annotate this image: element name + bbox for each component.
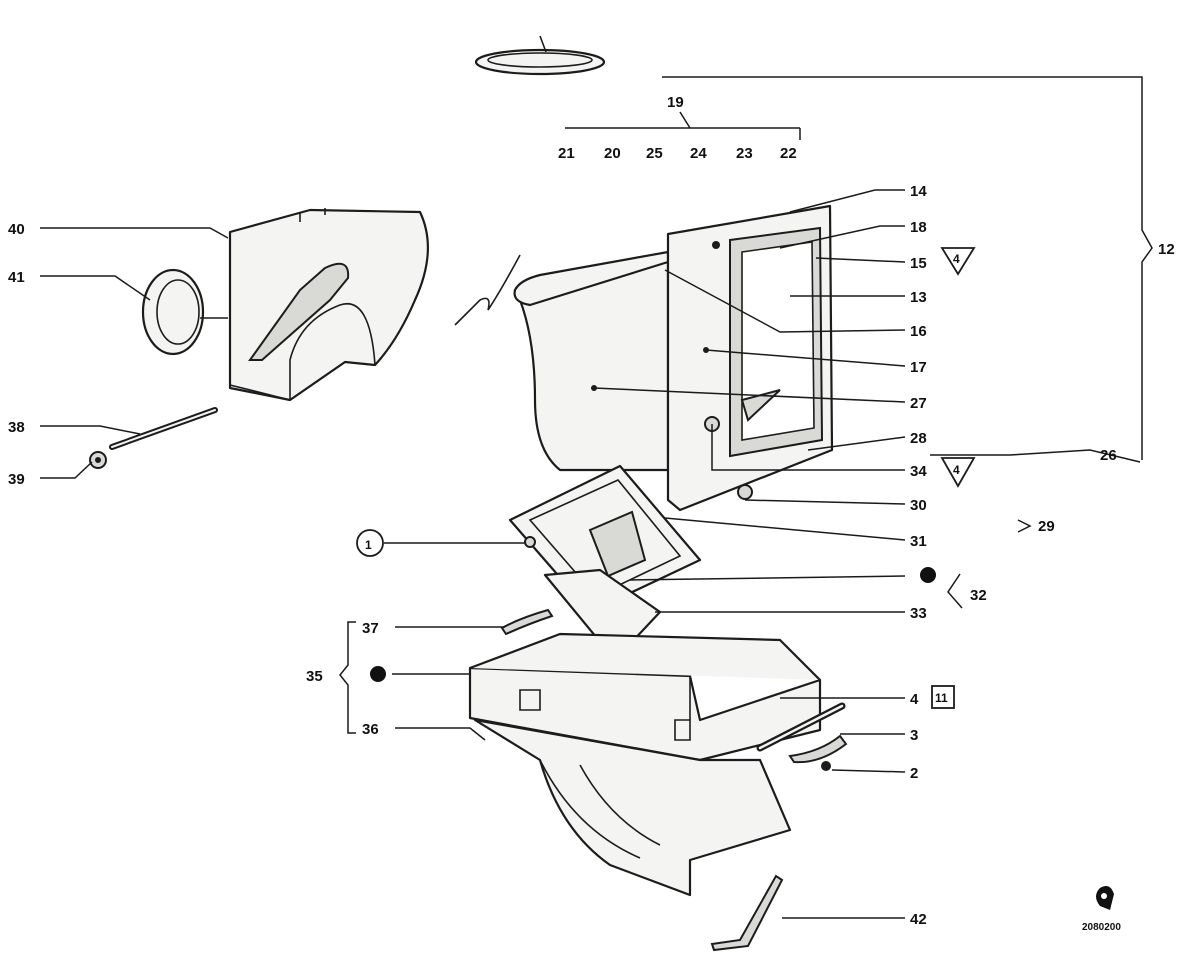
box-mark-11: 11 bbox=[931, 685, 955, 709]
svg-text:4: 4 bbox=[953, 463, 960, 477]
label-4: 4 bbox=[910, 691, 919, 708]
bottom-bracket bbox=[710, 874, 784, 952]
label-42: 42 bbox=[910, 911, 927, 928]
label-28: 28 bbox=[910, 430, 927, 447]
label-39: 39 bbox=[8, 471, 25, 488]
round-vent-cap bbox=[141, 268, 205, 356]
label-20: 20 bbox=[604, 145, 621, 162]
label-18: 18 bbox=[910, 219, 927, 236]
brand-logo-icon bbox=[1096, 886, 1114, 910]
label-21: 21 bbox=[558, 145, 575, 162]
spring-clip bbox=[500, 608, 554, 636]
label-12: 12 bbox=[1158, 241, 1175, 258]
label-22: 22 bbox=[780, 145, 797, 162]
top-gasket-ring bbox=[474, 35, 606, 76]
hex-nut bbox=[89, 451, 107, 469]
label-33: 33 bbox=[910, 605, 927, 622]
label-23: 23 bbox=[736, 145, 753, 162]
triangle-mark-15: 4 bbox=[940, 247, 976, 276]
label-38: 38 bbox=[8, 419, 25, 436]
label-2: 2 bbox=[910, 765, 918, 782]
drawing-number: 2080200 bbox=[1082, 922, 1121, 933]
heater-housing-left bbox=[228, 208, 429, 402]
label-29: 29 bbox=[1038, 518, 1055, 535]
label-16: 16 bbox=[910, 323, 927, 340]
label-41: 41 bbox=[8, 269, 25, 286]
bullet-mark-right bbox=[920, 567, 936, 583]
bullet-mark-left bbox=[370, 666, 386, 682]
heater-core-assembly bbox=[513, 204, 834, 512]
label-3: 3 bbox=[910, 727, 918, 744]
group-bracket-left bbox=[339, 621, 356, 734]
lower-box-housing bbox=[468, 632, 822, 897]
svg-text:11: 11 bbox=[935, 691, 948, 705]
circled-callout-1: 1 bbox=[356, 529, 384, 557]
label-36: 36 bbox=[362, 721, 379, 738]
label-15: 15 bbox=[910, 255, 927, 272]
label-37: 37 bbox=[362, 620, 379, 637]
label-40: 40 bbox=[8, 221, 25, 238]
group-bracket-right bbox=[662, 76, 1153, 460]
pivot-pin bbox=[756, 702, 846, 752]
cable-wire bbox=[454, 254, 521, 326]
label-17: 17 bbox=[910, 359, 927, 376]
label-25: 25 bbox=[646, 145, 663, 162]
label-30: 30 bbox=[910, 497, 927, 514]
label-13: 13 bbox=[910, 289, 927, 306]
label-24: 24 bbox=[690, 145, 707, 162]
retaining-clip bbox=[788, 734, 848, 771]
label-35: 35 bbox=[306, 668, 323, 685]
label-26: 26 bbox=[1100, 447, 1117, 464]
label-32: 32 bbox=[970, 587, 987, 604]
label-14: 14 bbox=[910, 183, 927, 200]
svg-text:1: 1 bbox=[365, 538, 372, 552]
group-bracket-top bbox=[565, 111, 801, 140]
label-31: 31 bbox=[910, 533, 927, 550]
shaft-rod bbox=[109, 407, 218, 450]
label-34: 34 bbox=[910, 463, 927, 480]
label-27: 27 bbox=[910, 395, 927, 412]
triangle-mark-34: 4 bbox=[940, 457, 976, 488]
svg-text:4: 4 bbox=[953, 252, 960, 266]
valve-flap-plate bbox=[508, 464, 702, 662]
label-19: 19 bbox=[667, 94, 684, 111]
